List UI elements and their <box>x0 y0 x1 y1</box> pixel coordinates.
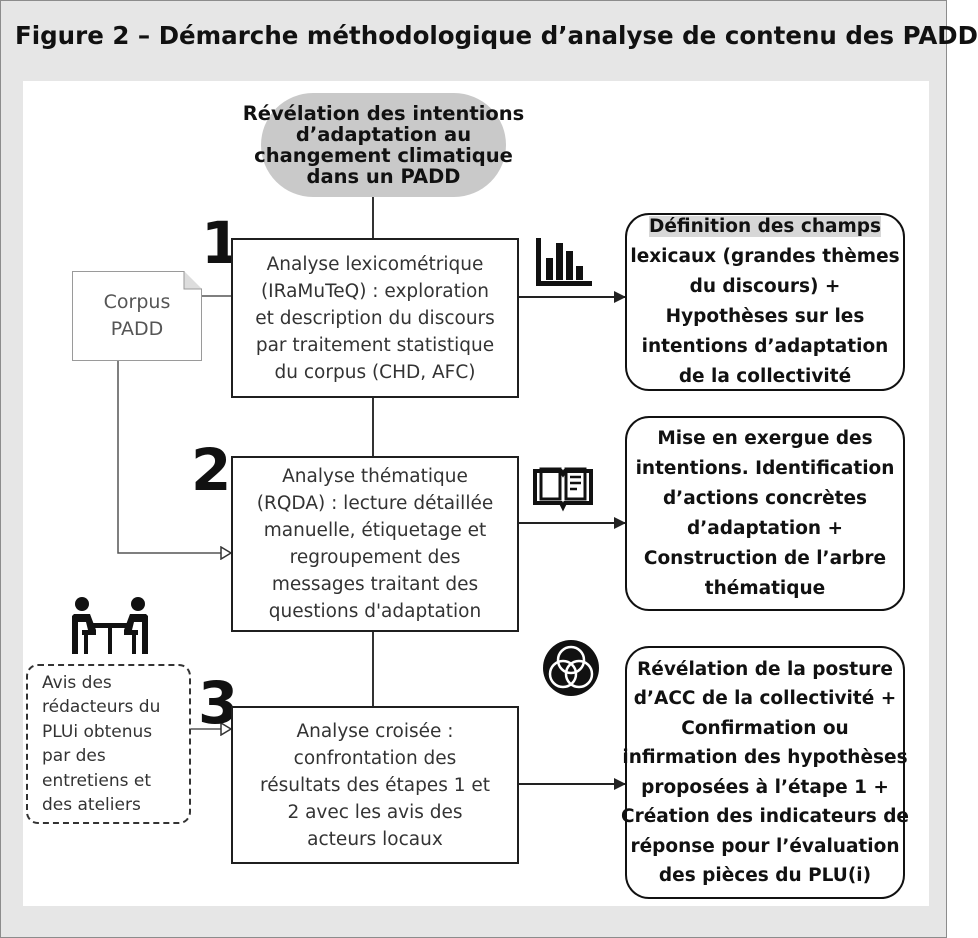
stakeholder-line: Avis des <box>42 672 112 693</box>
result3-line: réponse pour l’évaluation <box>630 835 900 857</box>
connectors <box>117 186 626 790</box>
step1-result-box: Définition des champs lexicaux (grandes … <box>625 213 905 391</box>
stakeholder-input-box: Avis des rédacteurs du PLUi obtenus par … <box>26 664 191 824</box>
step1-line: et description du discours <box>255 307 495 329</box>
step2-process-box: Analyse thématique (RQDA) : lecture déta… <box>231 456 519 632</box>
result3-line: proposées à l’étape 1 + <box>641 776 889 798</box>
result3-line: d’ACC de la collectivité + <box>633 688 897 709</box>
step3-result-box: Révélation de la posture d’ACC de la col… <box>621 646 909 899</box>
meeting-icon <box>72 597 148 654</box>
corpus-line: PADD <box>110 318 164 340</box>
start-node: Révélation des intentions d’adaptation a… <box>243 93 524 197</box>
step2-line: questions d'adaptation <box>268 601 482 622</box>
result3-line: Confirmation ou <box>681 717 849 739</box>
result2-line: d’actions concrètes <box>662 487 868 509</box>
corpus-to-step2-line <box>117 361 231 553</box>
stakeholder-line: PLUi obtenus <box>42 721 153 742</box>
step2-line: manuelle, étiquetage et <box>263 520 487 541</box>
step2-line: regroupement des <box>289 547 461 568</box>
step3-line: Analyse croisée : <box>296 720 454 742</box>
step1-process-box: Analyse lexicométrique (IRaMuTeQ) : expl… <box>231 238 519 398</box>
result1-line: du discours) + <box>689 276 841 297</box>
step1-line: (IRaMuTeQ) : exploration <box>260 280 490 302</box>
step3-line: acteurs locaux <box>307 828 443 850</box>
step1-line: Analyse lexicométrique <box>266 253 484 275</box>
step2-result-box: Mise en exergue des intentions. Identifi… <box>625 416 905 611</box>
result2-line: intentions. Identification <box>635 457 895 479</box>
step3-line: confrontation des <box>293 747 457 769</box>
result1-line: Hypothèses sur les <box>665 306 865 327</box>
start-line: Révélation des intentions <box>242 102 525 125</box>
step3-process-box: Analyse croisée : confrontation des résu… <box>231 706 519 864</box>
result1-line: intentions d’adaptation <box>641 336 889 357</box>
step2-line: messages traitant des <box>271 574 479 595</box>
result2-line: d’adaptation + <box>686 517 844 539</box>
start-line: d’adaptation au <box>295 123 472 146</box>
figure-title: Figure 2 – Démarche méthodologique d’ana… <box>15 21 978 50</box>
open-book-icon <box>533 467 593 512</box>
corpus-document: Corpus PADD <box>72 271 202 361</box>
bar-chart-icon <box>536 238 592 286</box>
folded-corner-icon <box>183 271 202 290</box>
corpus-line: Corpus <box>103 291 171 313</box>
stakeholder-line: des ateliers <box>42 795 141 815</box>
result2-line: Construction de l’arbre <box>643 547 887 569</box>
start-line: dans un PADD <box>306 165 461 188</box>
step2-line: Analyse thématique <box>282 466 468 487</box>
stakeholder-line: rédacteurs du <box>42 697 161 717</box>
result1-line: Définition des champs <box>648 212 882 242</box>
result1-line: lexicaux (grandes thèmes <box>630 246 900 267</box>
result3-line: infirmation des hypothèses <box>622 747 908 768</box>
result3-line: des pièces du PLU(i) <box>658 865 872 886</box>
result1-line: de la collectivité <box>678 366 852 387</box>
step3-line: 2 avec les avis des <box>287 801 463 823</box>
step1-line: du corpus (CHD, AFC) <box>274 361 476 383</box>
step1-line: par traitement statistique <box>255 334 495 356</box>
result1-highlight: Définition des champs <box>648 216 882 237</box>
result2-line: thématique <box>704 577 826 599</box>
step2-line: (RQDA) : lecture détaillée <box>256 493 494 514</box>
result3-line: Création des indicateurs de <box>621 806 909 827</box>
diagram-canvas: Révélation des intentions d’adaptation a… <box>23 81 929 906</box>
step3-line: résultats des étapes 1 et <box>260 774 490 796</box>
result3-line: Révélation de la posture <box>637 658 893 680</box>
start-line: changement climatique <box>254 144 513 167</box>
stakeholder-line: entretiens et <box>42 770 151 791</box>
result2-line: Mise en exergue des <box>657 427 873 449</box>
venn-diagram-icon <box>543 640 599 696</box>
step-number-2: 2 <box>191 436 232 504</box>
stakeholder-line: par des <box>42 746 106 766</box>
